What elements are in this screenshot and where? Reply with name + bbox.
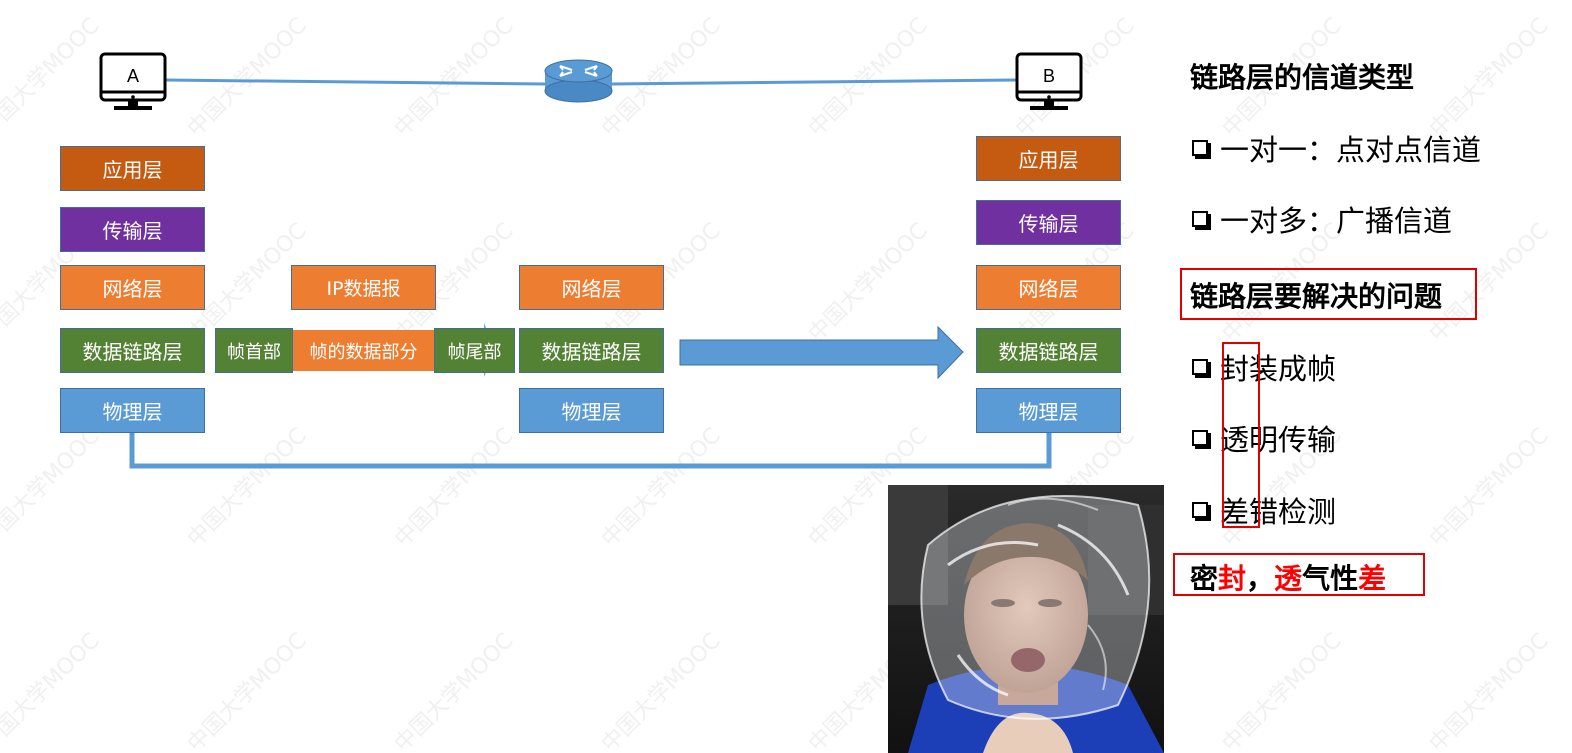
mnemonic-text: 密封，透气性差: [1190, 557, 1386, 597]
link-a-router: [164, 78, 546, 86]
mnemonic-part: 密: [1190, 562, 1219, 595]
problem-title: 链路层要解决的问题: [1190, 280, 1443, 313]
checkbox-icon: [1192, 430, 1208, 446]
host-b-physical-layer: 物理层: [976, 388, 1121, 433]
router-icon: [544, 59, 613, 103]
problem-item-framing: 封装成帧: [1192, 346, 1336, 388]
channel-item-point-to-point: 一对一：点对点信道: [1192, 127, 1481, 169]
ip-datagram-box: IP数据报: [291, 265, 436, 310]
host-b-application-layer: 应用层: [976, 136, 1121, 181]
link-router-b: [611, 78, 1017, 86]
channel-item-label: 一对多：广播信道: [1220, 204, 1453, 238]
router-network-layer: 网络层: [519, 265, 664, 310]
host-a-network-layer: 网络层: [60, 265, 205, 310]
host-b-label: B: [1042, 66, 1055, 86]
checkbox-icon: [1192, 211, 1208, 227]
router-physical-layer: 物理层: [519, 388, 664, 433]
problem-item-label: 封装成帧: [1220, 352, 1337, 386]
frame-trailer-box: 帧尾部: [434, 328, 515, 373]
channel-item-label: 一对一：点对点信道: [1220, 133, 1482, 167]
router-datalink-layer: 数据链路层: [519, 328, 664, 373]
meme-photo: [888, 485, 1164, 753]
mnemonic-highlight: 差: [1358, 562, 1387, 595]
host-a-datalink-layer: 数据链路层: [60, 328, 205, 373]
checkbox-icon: [1192, 140, 1208, 156]
problem-title-frame: [1180, 268, 1477, 320]
channel-type-title: 链路层的信道类型: [1190, 61, 1415, 94]
computer-monitor-icon: [1015, 52, 1083, 110]
host-a-transport-layer: 传输层: [60, 207, 205, 252]
mnemonic-part: 气性: [1302, 562, 1359, 595]
computer-monitor-icon: [99, 52, 167, 110]
host-b-transport-layer: 传输层: [976, 200, 1121, 245]
host-a-label: A: [126, 66, 139, 86]
mnemonic-highlight: 封: [1218, 562, 1247, 595]
physical-path: [129, 433, 1052, 469]
host-a-application-layer: 应用层: [60, 146, 205, 191]
checkbox-icon: [1192, 359, 1208, 375]
host-b-datalink-layer: 数据链路层: [976, 328, 1121, 373]
host-b-network-layer: 网络层: [976, 265, 1121, 310]
mnemonic-highlight: 透: [1274, 562, 1303, 595]
mnemonic-part: ，: [1246, 562, 1275, 595]
host-a-physical-layer: 物理层: [60, 388, 205, 433]
first-char-highlight-frame: [1222, 342, 1260, 528]
problem-item-label: 透明传输: [1220, 423, 1337, 457]
frame-header-box: 帧首部: [215, 328, 293, 373]
mnemonic-frame: [1173, 553, 1425, 596]
checkbox-icon: [1192, 502, 1208, 518]
frame-data-box: 帧的数据部分: [293, 330, 434, 371]
problem-item-error-detection: 差错检测: [1192, 489, 1336, 531]
channel-item-broadcast: 一对多：广播信道: [1192, 198, 1452, 240]
problem-item-label: 差错检测: [1220, 495, 1337, 529]
problem-item-transparent: 透明传输: [1192, 417, 1336, 459]
right-arrow-icon: [679, 325, 964, 380]
